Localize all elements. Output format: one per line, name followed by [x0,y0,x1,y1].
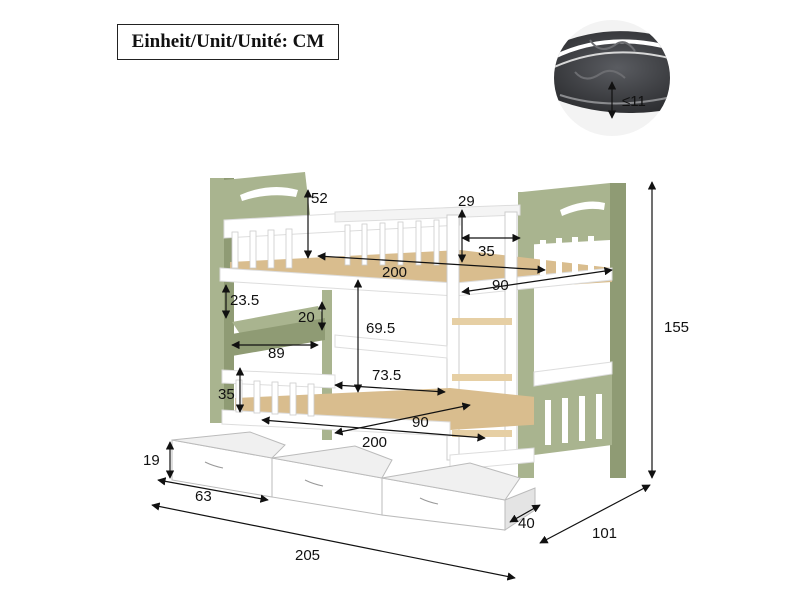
dim-bed-length-top: 200 [382,264,407,281]
unit-label-box: Einheit/Unit/Unité: CM [117,24,339,60]
dim-drawer-height: 19 [143,452,160,469]
dim-bed-width-top: 90 [492,277,509,294]
dim-rail-height-top: 29 [458,193,475,210]
dim-bed-width-bottom: 90 [412,414,429,431]
drawers [171,431,536,531]
dimension-lines [151,181,657,581]
mattress-thickness-label: ≤11 [622,93,646,110]
dimension-labels: 52 29 35 200 90 23.5 20 69.5 89 73.5 35 … [143,190,689,564]
dim-rail-gap-top: 35 [478,243,495,260]
dim-ladder-step: 20 [298,309,315,326]
dim-clearance: 69.5 [366,320,395,337]
dim-drawer-width: 63 [195,488,212,505]
dim-drawer-depth: 40 [518,515,535,532]
dim-total-height: 155 [664,319,689,336]
dim-upper-leg-gap: 23.5 [230,292,259,309]
dim-total-depth: 101 [592,525,617,542]
dim-headboard-height: 52 [311,190,328,207]
dim-shelf-length: 89 [268,345,285,362]
dim-opening-length: 73.5 [372,367,401,384]
dim-total-length: 205 [295,547,320,564]
dim-bed-length-bottom: 200 [362,434,387,451]
unit-label: Einheit/Unit/Unité: CM [131,31,325,52]
mattress-inset: ≤11 [554,20,670,136]
dim-guard-height-bottom: 35 [218,386,235,403]
